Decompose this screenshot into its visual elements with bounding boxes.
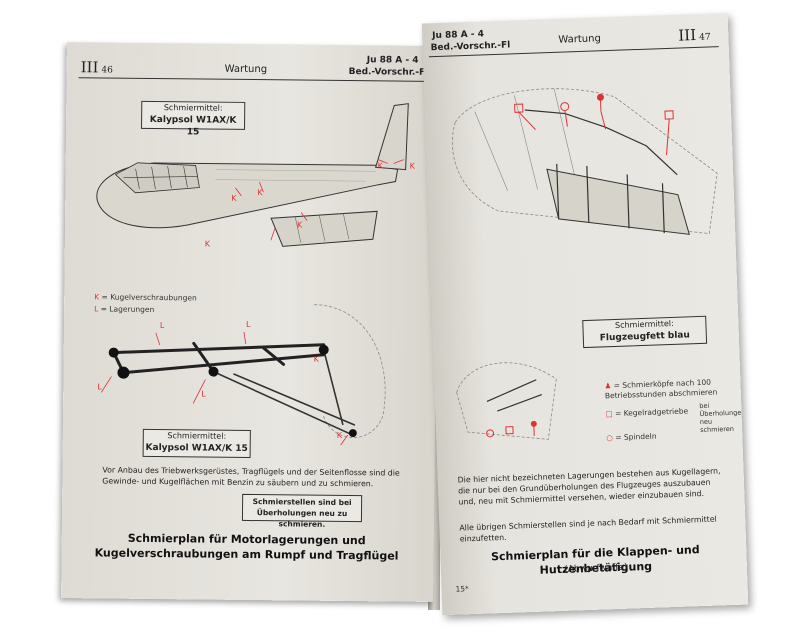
note-box: Schmierstellen sind bei Überholungen neu…	[241, 493, 363, 529]
legend-item-grease-nipple: ♟ = Schmierköpfe nach 100 Betriebsstunde…	[604, 377, 718, 401]
square-icon: □	[605, 409, 613, 419]
header-title: Wartung	[224, 63, 268, 76]
legend-side-note: bei Überholungen neu schmieren	[699, 401, 746, 435]
legend-item-spindle: ○ = Spindeln	[606, 431, 657, 443]
pin-icon: ♟	[604, 381, 612, 391]
callout-k: K	[296, 220, 303, 230]
callout-k: K	[409, 161, 415, 171]
header-title: Wartung	[558, 33, 602, 46]
circle-icon: ○	[606, 433, 614, 443]
callout-l: L	[97, 382, 102, 392]
callout-k: K	[313, 354, 319, 364]
header-doc: Bed.-Vorschr.-Fl	[430, 40, 511, 54]
right-page: Ju 88 A - 4 Bed.-Vorschr.-Fl Wartung III…	[421, 12, 749, 616]
callout-l: L	[159, 321, 165, 331]
lubricant-box: Schmiermittel: Flugzeugfett blau	[582, 315, 708, 349]
footer-mark: 15*	[455, 584, 469, 594]
aircraft-fuselage-illustration	[96, 103, 409, 247]
callout-k: K	[231, 193, 237, 203]
engine-mount-illustration	[100, 304, 386, 446]
callout-l: L	[201, 389, 206, 399]
callout-k: K	[204, 239, 211, 249]
callout-k: K	[377, 161, 383, 171]
callout-k: K	[257, 188, 263, 198]
header-doc: Bed.-Vorschr.-Fl	[348, 67, 429, 78]
header-model: Ju 88 A - 4	[366, 55, 419, 66]
paragraph-text: Die hier nicht bezeichneten Lagerungen b…	[457, 466, 721, 507]
linkage-illustration	[456, 362, 557, 440]
callout-k: K	[336, 430, 343, 440]
flap-mechanism-illustration	[452, 88, 718, 235]
paragraph-text: Alle übrigen Schmierstellen sind je nach…	[459, 514, 717, 544]
page-title: Schmierplan für Motorlagerungen und Kuge…	[94, 531, 399, 563]
callout-l: L	[245, 319, 251, 330]
header-model: Ju 88 A - 4	[432, 29, 485, 42]
header-rule	[78, 77, 427, 82]
legend-item-bevel-gear: □ = Kegelradgetriebe	[605, 406, 689, 419]
lubricant-box: Schmiermittel: Kalypsol W1AX/K 15	[142, 428, 251, 459]
caption-text: Vor Anbau des Triebwerksgerüstes, Tragfl…	[102, 465, 400, 489]
